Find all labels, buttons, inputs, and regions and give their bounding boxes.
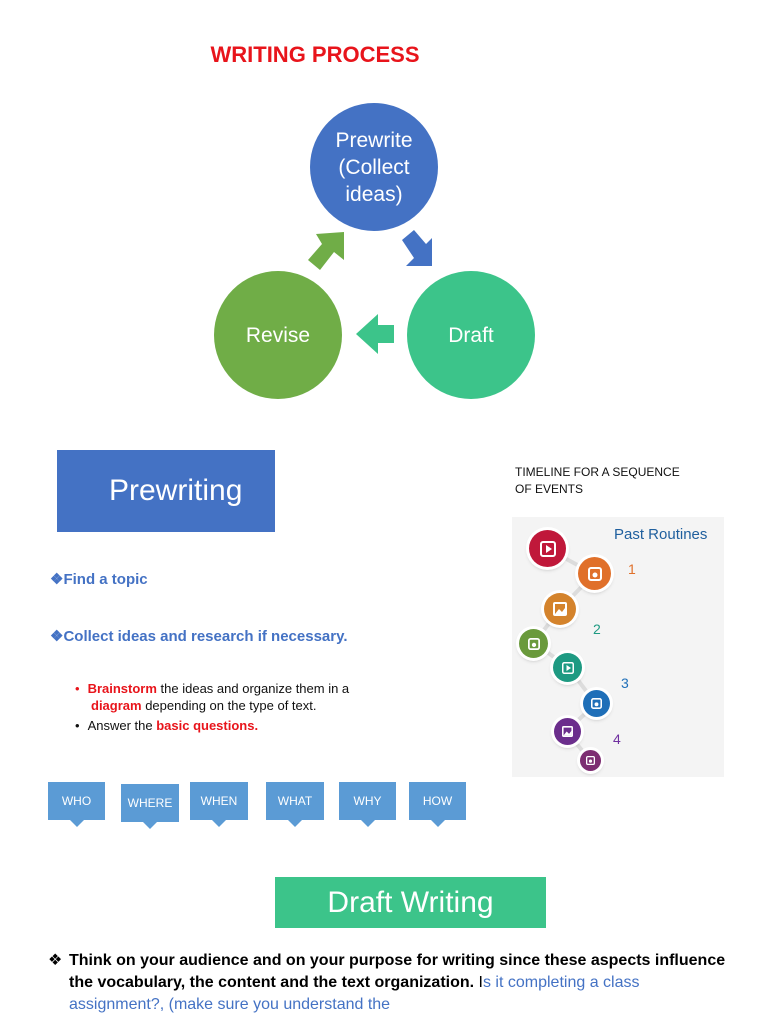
basic-questions-word: basic questions. [156, 718, 259, 733]
image-icon [578, 557, 611, 590]
draft-paragraph: ❖ Think on your audience and on your pur… [48, 950, 738, 1016]
timeline-title: TIMELINE FOR A SEQUENCE OF EVENTS [515, 464, 680, 498]
image-icon [519, 629, 548, 658]
picture-icon [544, 593, 576, 625]
brainstorm-text: the ideas and organize them in a [156, 681, 350, 696]
question-who-label: WHO [61, 794, 92, 808]
diagram-text: depending on the type of text. [141, 698, 317, 713]
draft-paragraph-blue: s it completing a class assignment?, (ma… [69, 974, 640, 1013]
timeline-number-3: 3 [621, 675, 629, 691]
play-icon [529, 530, 566, 567]
page-title: WRITING PROCESS [210, 42, 420, 67]
draft-paragraph-text: I [474, 974, 483, 991]
question-how: HOW [409, 782, 466, 827]
question-why-label: WHY [353, 794, 382, 808]
arrow-draft-to-revise-icon [356, 314, 394, 354]
draft-paragraph-bold: Think on your audience and on your purpo… [69, 952, 726, 991]
revise-circle: Revise [214, 271, 342, 399]
question-where: WHERE [121, 784, 179, 829]
past-routines-heading: Past Routines [614, 526, 708, 543]
diamond-bullet-icon: ❖ [50, 571, 64, 588]
question-when-label: WHEN [200, 794, 238, 808]
prewrite-label: Prewrite (Collect ideas) [335, 128, 413, 206]
image-icon [583, 690, 610, 717]
dot-icon: • [75, 718, 80, 733]
arrow-revise-to-prewrite-icon [308, 232, 344, 270]
diagram-word: diagram [91, 698, 142, 713]
picture-icon [554, 718, 581, 745]
timeline-number-2: 2 [593, 621, 601, 637]
question-what-label: WHAT [277, 794, 313, 808]
sub-bullet-answer: • Answer the basic questions. [75, 718, 258, 733]
prewrite-circle: Prewrite (Collect ideas) [310, 103, 438, 231]
revise-label: Revise [245, 323, 311, 347]
bullet-find-topic: ❖Find a topic [50, 570, 148, 588]
prewriting-banner-label: Prewriting [109, 474, 243, 507]
timeline-number-1: 1 [628, 561, 636, 577]
bullet-collect-ideas-label: Collect ideas and research if necessary. [63, 628, 348, 645]
sub-bullet-brainstorm: • Brainstorm the ideas and organize them … [75, 680, 405, 714]
diamond-bullet-icon: ❖ [50, 628, 64, 645]
question-where-label: WHERE [127, 796, 173, 810]
question-how-label: HOW [422, 794, 453, 808]
bullet-collect-ideas: ❖Collect ideas and research if necessary… [50, 627, 348, 645]
red-dot-icon: • [75, 681, 80, 696]
draft-writing-banner-label: Draft Writing [327, 885, 494, 919]
arrow-prewrite-to-draft-icon [402, 230, 432, 266]
draft-writing-banner: Draft Writing [275, 877, 546, 928]
timeline-title-line1: TIMELINE FOR A SEQUENCE [515, 465, 680, 479]
timeline-title-line2: OF EVENTS [515, 482, 584, 496]
prewriting-banner: Prewriting [57, 450, 275, 532]
question-when: WHEN [190, 782, 248, 827]
question-what: WHAT [266, 782, 324, 827]
bullet-find-topic-label: Find a topic [63, 571, 148, 588]
draft-circle: Draft [407, 271, 535, 399]
diamond-bullet-icon: ❖ [48, 952, 63, 969]
brainstorm-word: Brainstorm [87, 681, 157, 696]
play-icon [553, 653, 582, 682]
question-why: WHY [339, 782, 396, 827]
timeline-graphic: Past Routines 1 2 3 4 [512, 517, 724, 777]
answer-text: Answer the [87, 718, 157, 733]
image-icon [580, 750, 601, 771]
question-who: WHO [48, 782, 105, 827]
draft-label: Draft [448, 323, 494, 347]
timeline-number-4: 4 [613, 731, 621, 747]
